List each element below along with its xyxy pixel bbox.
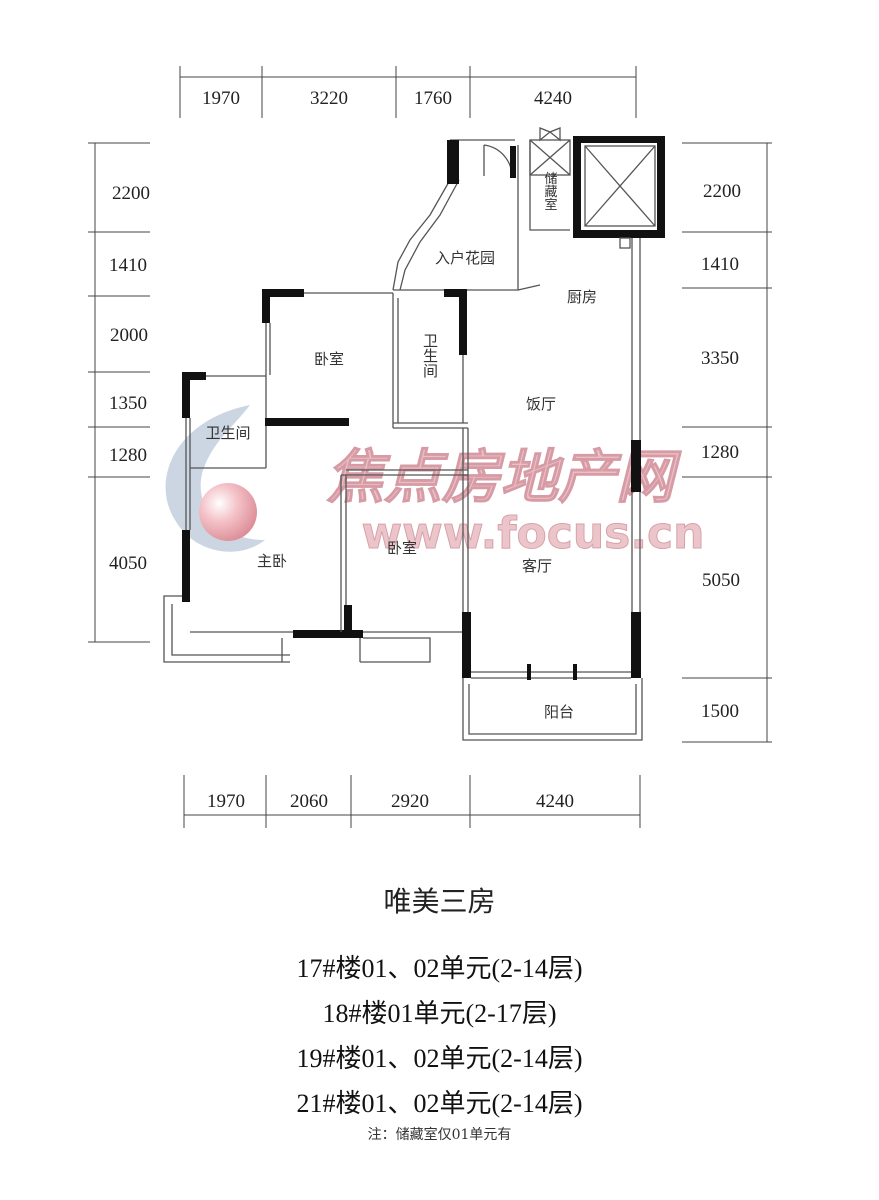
dim-left-1: 2200: [112, 183, 150, 204]
watermark-brand: 焦点房地产网: [326, 443, 682, 511]
footnote: 注：储藏室仅01单元有: [367, 1127, 512, 1143]
room-storage: 储藏室: [542, 172, 558, 211]
dim-left-3: 2000: [110, 325, 148, 346]
dim-left-6: 4050: [109, 553, 147, 574]
dim-right-4: 1280: [701, 442, 739, 463]
bottom-dimensions: 1970 2060 2920 4240: [183, 775, 641, 828]
dim-right-1: 2200: [703, 181, 741, 202]
dim-right-3: 3350: [701, 348, 739, 369]
dim-right-6: 1500: [701, 701, 739, 722]
right-dimensions: 2200 1410 3350 1280 5050 1500: [682, 142, 772, 743]
dim-left-4: 1350: [109, 393, 147, 414]
watermark-url: www.focus.cn: [362, 508, 705, 559]
left-dimensions: 2200 1410 2000 1350 1280 4050: [88, 142, 150, 643]
room-balcony: 阳台: [544, 703, 574, 721]
room-living: 客厅: [522, 557, 552, 575]
room-dining: 饭厅: [526, 395, 556, 413]
unit-line-18: 18#楼01单元(2-17层): [322, 999, 557, 1028]
dim-top-1: 1970: [202, 88, 240, 109]
dim-top-4: 4240: [534, 88, 572, 109]
dim-bottom-4: 4240: [536, 791, 574, 812]
room-bathroom-middle: 卫生间: [421, 333, 439, 379]
dim-left-5: 1280: [109, 445, 147, 466]
unit-line-19: 19#楼01、02单元(2-14层): [296, 1044, 583, 1073]
room-entry-garden: 入户花园: [435, 249, 495, 267]
room-bedroom-south: 卧室: [387, 539, 417, 557]
room-master-bedroom: 主卧: [257, 552, 287, 570]
dim-right-5: 5050: [702, 570, 740, 591]
top-dimensions: 1970 3220 1760 4240: [179, 66, 637, 118]
dim-left-2: 1410: [109, 255, 147, 276]
room-kitchen: 厨房: [567, 288, 597, 306]
dim-top-3: 1760: [414, 88, 452, 109]
watermark-ball: [199, 483, 257, 541]
dim-bottom-2: 2060: [290, 791, 328, 812]
dim-bottom-1: 1970: [207, 791, 245, 812]
dim-bottom-3: 2920: [391, 791, 429, 812]
dim-right-2: 1410: [701, 254, 739, 275]
unit-line-17: 17#楼01、02单元(2-14层): [296, 954, 583, 983]
room-bathroom-west: 卫生间: [205, 424, 250, 442]
unit-line-21: 21#楼01、02单元(2-14层): [296, 1089, 583, 1118]
entry-door-swing: [483, 144, 513, 177]
plan-info: 唯美三房 17#楼01、02单元(2-14层) 18#楼01单元(2-17层) …: [0, 880, 879, 1144]
plan-title: 唯美三房: [383, 885, 496, 918]
room-labels: 入户花园 储藏室 厨房 卧室 卫生间 饭厅 卫生间 主卧 卧室 客厅 阳台: [205, 172, 597, 722]
dim-top-2: 3220: [310, 88, 348, 109]
plan-lines: [163, 127, 665, 741]
room-bedroom-north: 卧室: [314, 350, 344, 368]
